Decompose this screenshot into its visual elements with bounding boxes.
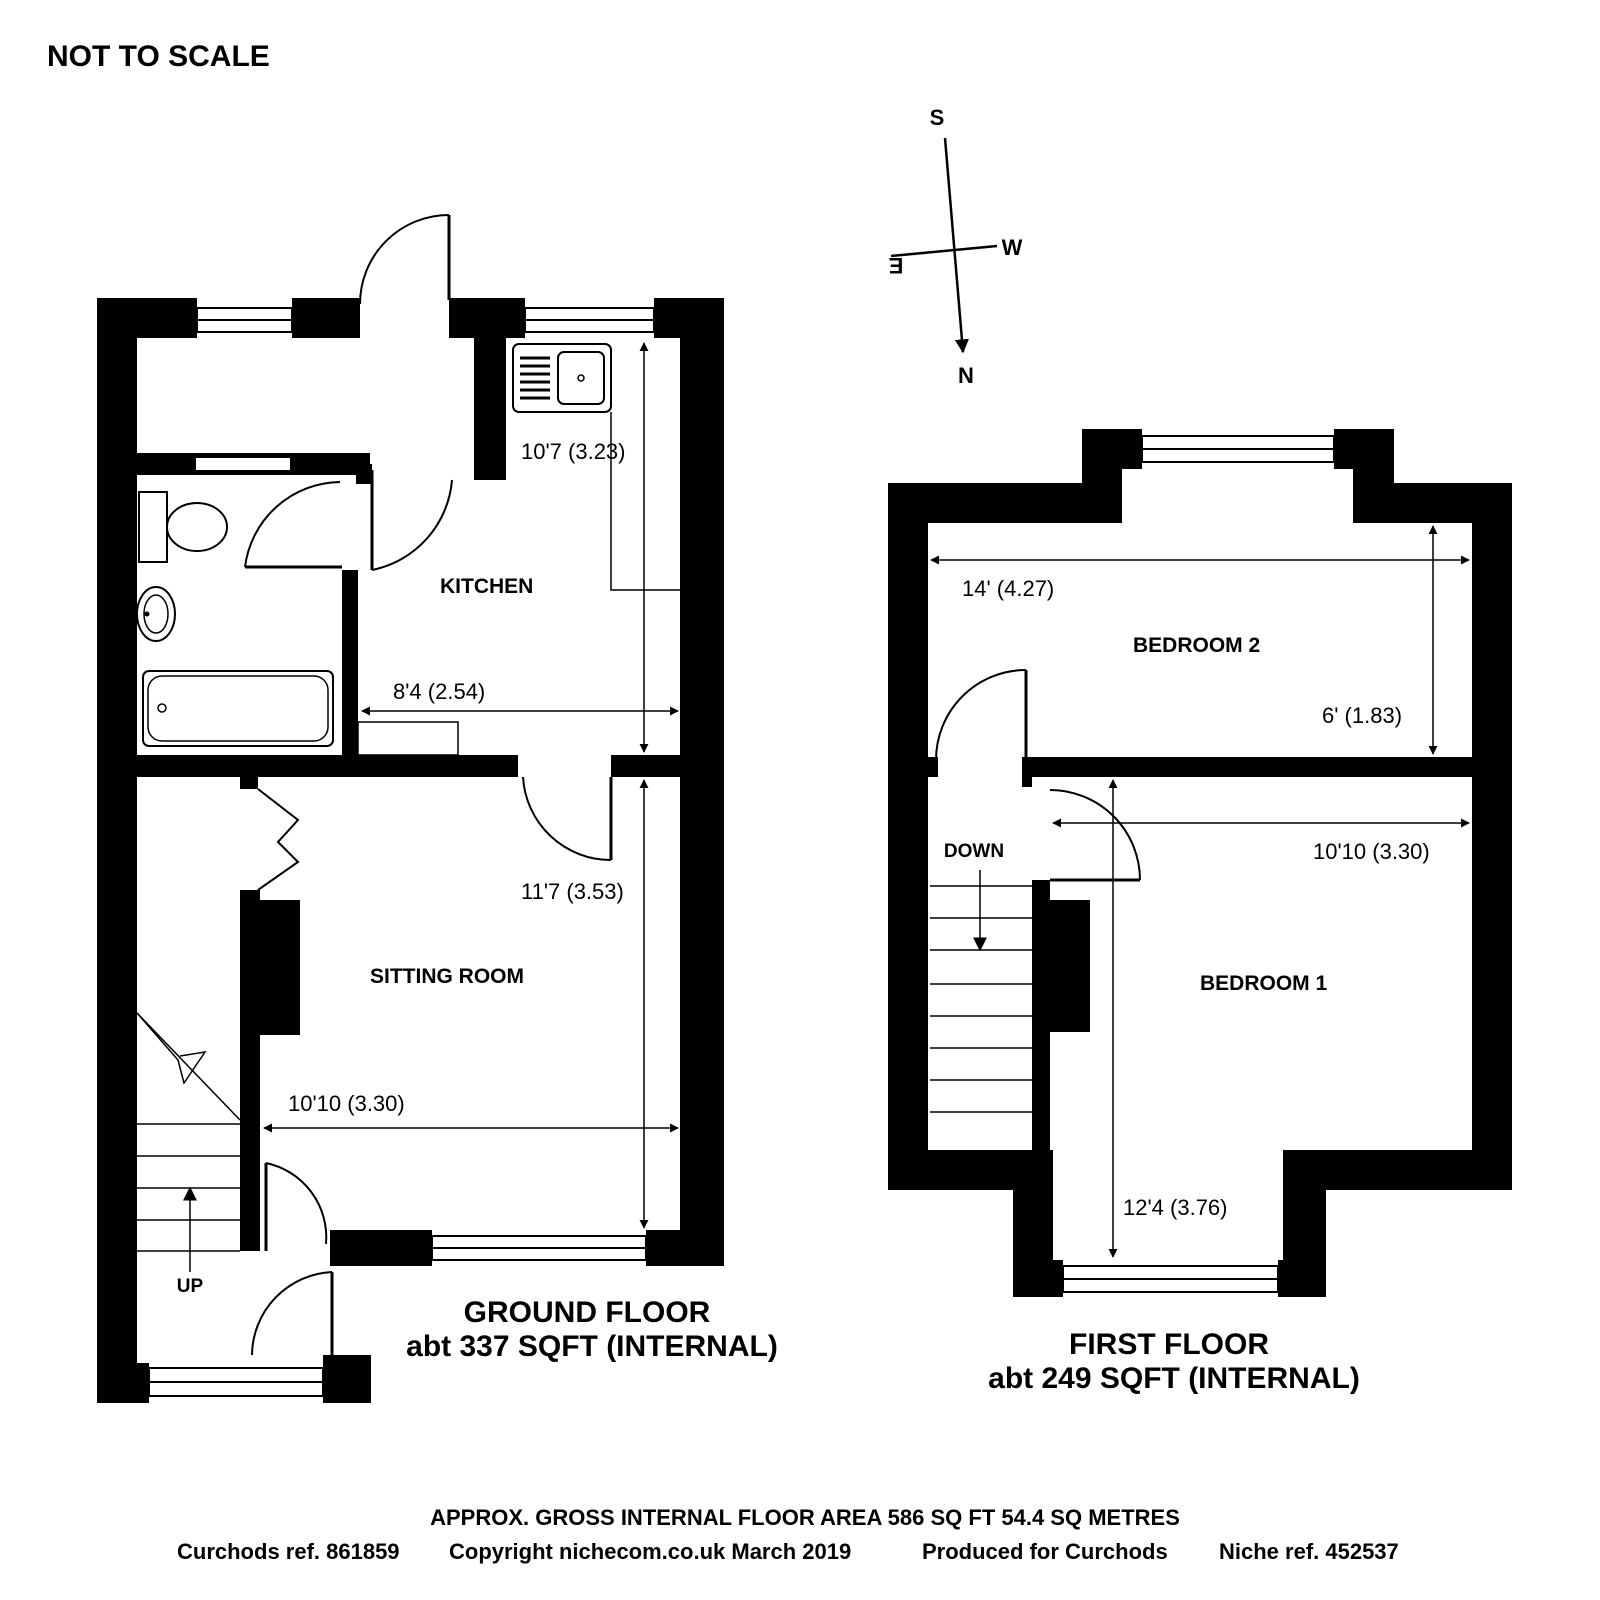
room-label-kitchen: KITCHEN [440, 575, 533, 598]
agent-ref: Curchods ref. 861859 [177, 1539, 400, 1564]
gf-window [148, 1367, 324, 1397]
bifold-door [257, 788, 300, 891]
ff-stairs [930, 870, 1032, 1113]
gf-kitchen-door [370, 470, 453, 571]
gf-west-wall [97, 298, 137, 1403]
ff-window [1062, 1265, 1279, 1293]
kitchen-worktop [610, 412, 681, 591]
bath-icon [142, 670, 334, 747]
wc-icon [138, 491, 228, 563]
compass-west-label: W [1002, 235, 1023, 260]
ground-floor-title: GROUND FLOOR [464, 1296, 711, 1329]
basin-icon [136, 586, 176, 642]
compass-east-label: E [889, 253, 904, 278]
niche-ref: Niche ref. 452537 [1219, 1539, 1399, 1564]
ground-floor-plan [97, 214, 724, 1403]
room-label-sitting-room: SITTING ROOM [370, 965, 524, 988]
first-floor-area: abt 249 SQFT (INTERNAL) [988, 1362, 1360, 1395]
ff-window [1141, 435, 1335, 463]
dim-sitting-length: 11'7 (3.53) [521, 879, 624, 904]
dim-bedroom1-length: 12'4 (3.76) [1123, 1195, 1228, 1220]
room-label-bedroom2: BEDROOM 2 [1133, 634, 1260, 657]
first-floor-title: FIRST FLOOR [1069, 1328, 1269, 1361]
copyright-note: Copyright nichecom.co.uk March 2019 [449, 1539, 851, 1564]
sink-icon [512, 343, 612, 413]
gf-stairs [136, 1012, 241, 1272]
dim-bedroom2-width: 14' (4.27) [962, 576, 1054, 601]
gross-area-note: APPROX. GROSS INTERNAL FLOOR AREA 586 SQ… [430, 1505, 1180, 1530]
dim-bedroom1-width: 10'10 (3.30) [1313, 839, 1430, 864]
scale-note: NOT TO SCALE [47, 40, 270, 73]
dim-sitting-width: 10'10 (3.30) [288, 1091, 405, 1116]
gf-bathroom-door [244, 481, 342, 569]
gf-window [196, 307, 293, 333]
gf-back-door [359, 214, 451, 305]
stairs-up-label: UP [177, 1276, 204, 1297]
ff-bedroom2-door [935, 669, 1028, 761]
first-floor-plan [888, 429, 1512, 1297]
chimney-breast [260, 900, 300, 1035]
dim-bedroom2-depth: 6' (1.83) [1322, 703, 1402, 728]
room-label-bedroom1: BEDROOM 1 [1200, 972, 1328, 995]
kitchen-unit [357, 721, 459, 756]
compass-south-label: S [930, 105, 945, 130]
dim-kitchen-length: 10'7 (3.23) [521, 439, 626, 464]
produced-for-note: Produced for Curchods [922, 1539, 1168, 1564]
gf-window [431, 1235, 647, 1261]
gf-front-door [251, 1271, 334, 1356]
gf-east-wall [680, 298, 724, 1266]
ff-east-wall [1472, 483, 1512, 1190]
compass-rose: S W E N [889, 105, 1023, 388]
gf-hall-door [264, 1162, 328, 1251]
stairs-down-label: DOWN [944, 841, 1004, 862]
gf-window [194, 456, 292, 472]
dim-kitchen-width: 8'4 (2.54) [393, 679, 485, 704]
gf-sitting-door [522, 776, 613, 862]
gf-window [524, 307, 655, 333]
compass-north-label: N [958, 363, 974, 388]
ground-floor-area: abt 337 SQFT (INTERNAL) [406, 1330, 778, 1363]
ff-chimney-breast [1050, 900, 1090, 1032]
ff-bedroom1-door [1049, 789, 1141, 882]
ff-west-wall [888, 483, 928, 1190]
